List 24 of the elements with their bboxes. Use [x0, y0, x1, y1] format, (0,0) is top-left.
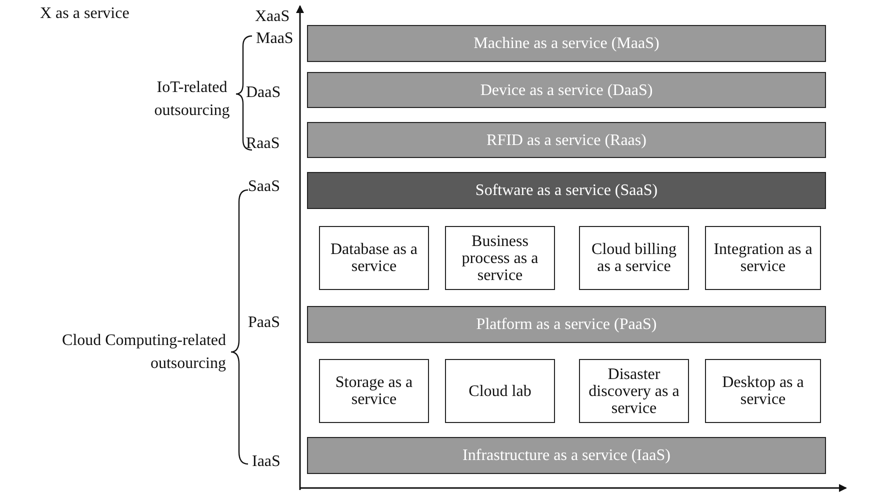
- layer-bar: RFID as a service (Raas): [307, 122, 826, 158]
- level-label: XaaS: [255, 7, 290, 27]
- level-label: RaaS: [246, 134, 280, 154]
- service-box: Business process as a service: [445, 226, 555, 290]
- level-label: DaaS: [246, 83, 281, 103]
- group-label: Cloud Computing-related outsourcing: [61, 331, 226, 374]
- group-label: IoT-related outsourcing: [153, 78, 231, 121]
- level-label: SaaS: [248, 177, 280, 197]
- service-box: Cloud billing as a service: [579, 226, 689, 290]
- service-box: Database as a service: [319, 226, 429, 290]
- level-label: MaaS: [256, 29, 294, 49]
- service-box: Storage as a service: [319, 359, 429, 423]
- service-box: Cloud lab: [445, 359, 555, 423]
- service-box: Integration as a service: [705, 226, 821, 290]
- layer-bar: Device as a service (DaaS): [307, 72, 826, 108]
- service-box: Disaster discovery as a service: [579, 359, 689, 423]
- layer-bar: Software as a service (SaaS): [307, 172, 826, 209]
- layer-bar: Machine as a service (MaaS): [307, 25, 826, 62]
- level-label: PaaS: [248, 313, 280, 333]
- service-box: Desktop as a service: [705, 359, 821, 423]
- level-label: IaaS: [252, 452, 280, 472]
- layer-bar: Infrastructure as a service (IaaS): [307, 437, 826, 474]
- axis-title: X as a service: [40, 4, 130, 24]
- layer-bar: Platform as a service (PaaS): [307, 306, 826, 343]
